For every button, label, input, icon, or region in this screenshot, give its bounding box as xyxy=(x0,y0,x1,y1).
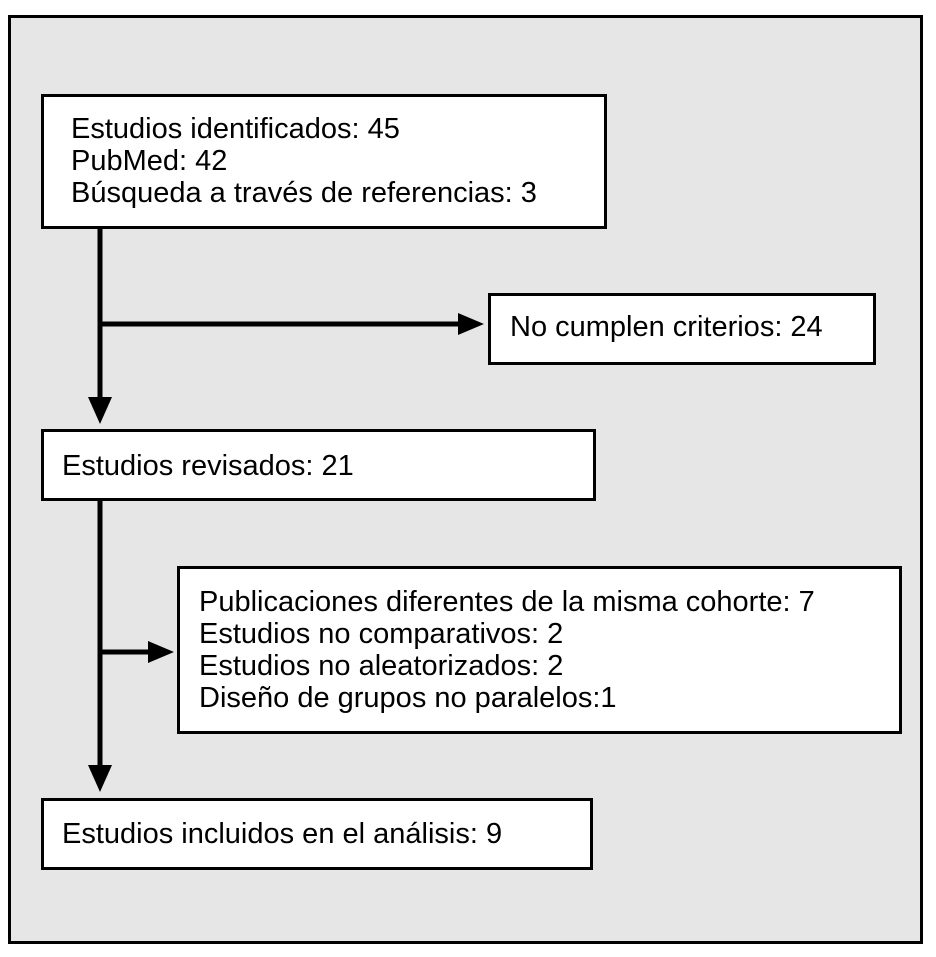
identified-total: Estudios identificados: 45 xyxy=(71,113,400,145)
reviewed-studies-box: Estudios revisados: 21 xyxy=(41,429,596,501)
reviewed-label: Estudios revisados: 21 xyxy=(62,450,354,482)
excluded-criteria-box: No cumplen criterios: 24 xyxy=(488,293,876,365)
excluded-criteria-label: No cumplen criterios: 24 xyxy=(510,311,823,343)
identified-references: Búsqueda a través de referencias: 3 xyxy=(71,177,537,209)
excluded-non-parallel: Diseño de grupos no paralelos:1 xyxy=(199,682,617,714)
included-label: Estudios incluidos en el análisis: 9 xyxy=(62,818,503,850)
excluded-other-box: Publicaciones diferentes de la misma coh… xyxy=(177,566,902,734)
excluded-same-cohort: Publicaciones diferentes de la misma coh… xyxy=(199,586,815,618)
excluded-non-randomized: Estudios no aleatorizados: 2 xyxy=(199,650,564,682)
included-studies-box: Estudios incluidos en el análisis: 9 xyxy=(41,798,593,870)
identified-studies-box: Estudios identificados: 45 PubMed: 42 Bú… xyxy=(41,94,607,229)
excluded-non-comparative: Estudios no comparativos: 2 xyxy=(199,618,564,650)
identified-pubmed: PubMed: 42 xyxy=(71,145,228,177)
